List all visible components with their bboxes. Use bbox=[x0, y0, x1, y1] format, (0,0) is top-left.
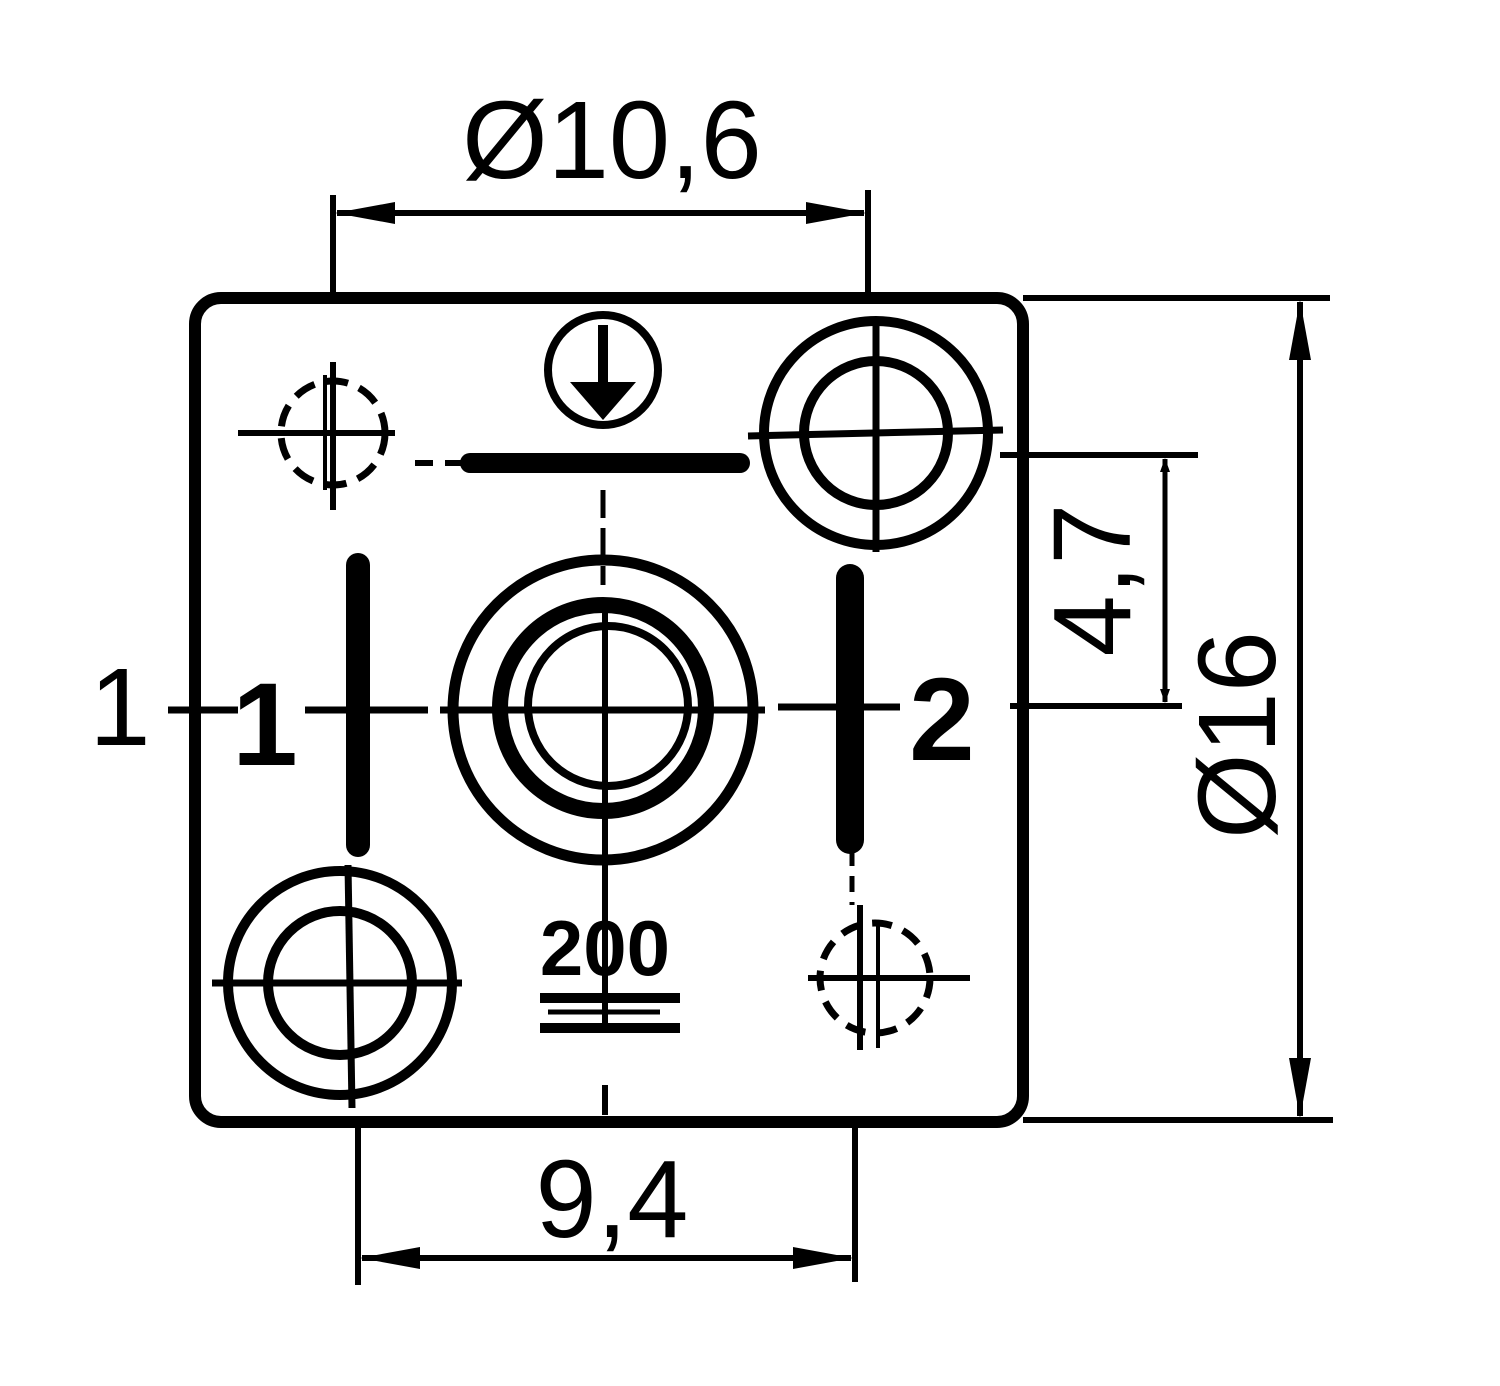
center-bore bbox=[440, 554, 765, 1115]
position-marker-bottom-right bbox=[808, 850, 970, 1050]
offset-dimension: 4,7 bbox=[1000, 452, 1198, 709]
top-dimension: Ø10,6 bbox=[330, 79, 871, 298]
bottom-spacing-label: 9,4 bbox=[536, 1138, 689, 1261]
offset-label: 4,7 bbox=[1031, 504, 1154, 657]
rating-label: 200 bbox=[540, 904, 670, 992]
top-diameter-label: Ø10,6 bbox=[462, 79, 762, 202]
screw-hole-bottom-left bbox=[212, 864, 462, 1109]
pin-2-contact: 2 bbox=[778, 564, 975, 854]
capacitor-symbol-icon bbox=[540, 993, 680, 1033]
screw-hole-top-right bbox=[747, 316, 1004, 552]
bottom-dimension: 9,4 bbox=[355, 1122, 858, 1285]
rating-block: 200 bbox=[540, 904, 680, 1033]
ground-contact bbox=[415, 311, 750, 585]
ground-icon bbox=[544, 311, 662, 429]
pin-2-label: 2 bbox=[909, 654, 975, 786]
overall-diameter-label: Ø16 bbox=[1176, 631, 1299, 839]
outer-pin-label: 1 bbox=[89, 646, 150, 769]
position-marker-top-left bbox=[238, 362, 395, 510]
pin-1-contact: 1 1 bbox=[89, 553, 428, 857]
overall-dimension: Ø16 bbox=[1023, 295, 1333, 1123]
pin-1-label: 1 bbox=[232, 659, 298, 791]
